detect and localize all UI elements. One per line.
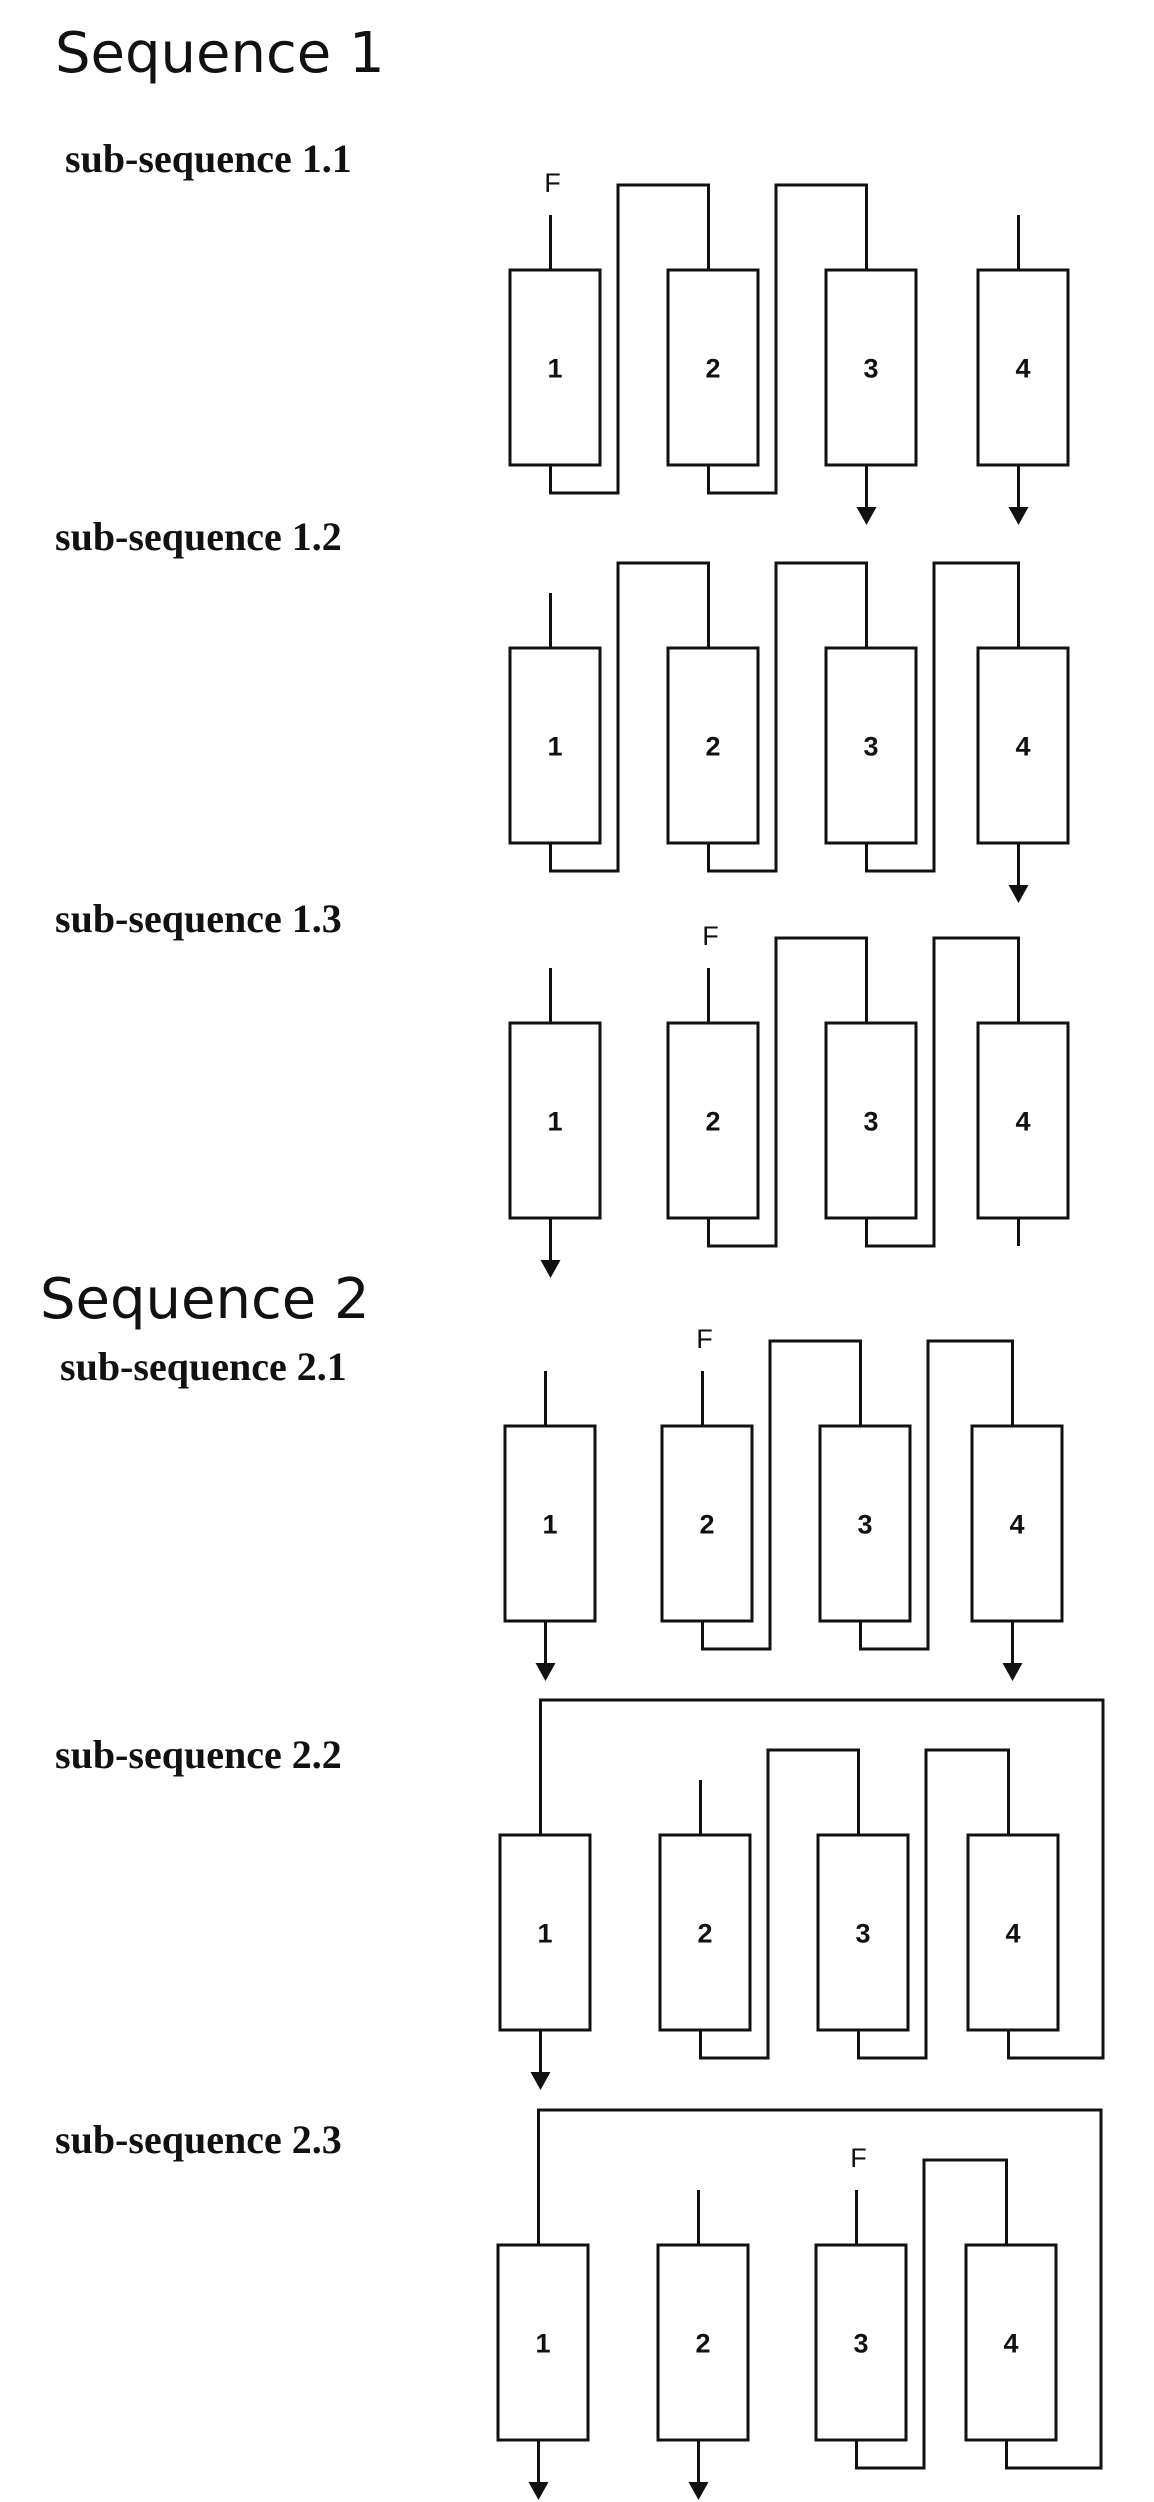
- column-2-number: 2: [705, 1107, 720, 1137]
- column-3-number: 3: [863, 732, 878, 762]
- feed-label: F: [850, 2143, 867, 2173]
- subsequence-2-3-label: sub-sequence 2.3: [55, 2117, 342, 2162]
- column-1-outlet-arrow-head: [536, 1663, 556, 1681]
- column-2-number: 2: [699, 1510, 714, 1540]
- column-1-outlet-arrow-head: [529, 2482, 549, 2500]
- column-4-number: 4: [1009, 1510, 1024, 1540]
- subsequence-diagram-2: 1 2 3 4: [510, 563, 1068, 903]
- subsequence-diagram-1: 1 2 3 4 F: [510, 168, 1068, 525]
- column-1-outlet-arrow-head: [531, 2072, 551, 2090]
- column-1-number: 1: [535, 2329, 550, 2359]
- column-4-number: 4: [1003, 2329, 1018, 2359]
- column-2-number: 2: [695, 2329, 710, 2359]
- column-4-outlet-arrow-head: [1003, 1663, 1023, 1681]
- column-3-number: 3: [863, 1107, 878, 1137]
- column-3-number: 3: [857, 1510, 872, 1540]
- column-1-number: 1: [547, 354, 562, 384]
- column-1-outlet-arrow-head: [541, 1260, 561, 1278]
- subsequence-diagram-4: 1 2 3 4 F: [505, 1324, 1062, 1681]
- sequence-2-title: Sequence 2: [40, 1267, 370, 1332]
- column-4-outlet-arrow-head: [1009, 507, 1029, 525]
- feed-label: F: [544, 168, 561, 198]
- column-3-number: 3: [855, 1919, 870, 1949]
- subsequence-diagram-3: 1 2 3 4 F: [510, 921, 1068, 1278]
- column-2-number: 2: [697, 1919, 712, 1949]
- sequence-1-title: Sequence 1: [55, 21, 385, 86]
- column-diagrams: 1234F12341234F1234F12341234F: [498, 168, 1103, 2500]
- subsequence-1-1-label: sub-sequence 1.1: [65, 136, 352, 181]
- subsequence-2-1-label: sub-sequence 2.1: [60, 1344, 347, 1389]
- subsequence-1-2-label: sub-sequence 1.2: [55, 514, 342, 559]
- column-3-number: 3: [853, 2329, 868, 2359]
- column-1-number: 1: [537, 1919, 552, 1949]
- subsequence-diagram-5: 1 2 3 4: [500, 1700, 1103, 2090]
- column-1-number: 1: [542, 1510, 557, 1540]
- column-3-number: 3: [863, 354, 878, 384]
- column-1-number: 1: [547, 732, 562, 762]
- column-4-outlet-arrow-head: [1009, 885, 1029, 903]
- column-2-number: 2: [705, 732, 720, 762]
- feed-label: F: [696, 1324, 713, 1354]
- column-1-number: 1: [547, 1107, 562, 1137]
- subsequence-2-2-label: sub-sequence 2.2: [55, 1732, 342, 1777]
- column-4-number: 4: [1015, 1107, 1030, 1137]
- column-4-number: 4: [1005, 1919, 1020, 1949]
- column-4-number: 4: [1015, 354, 1030, 384]
- feed-label: F: [702, 921, 719, 951]
- subsequence-1-3-label: sub-sequence 1.3: [55, 896, 342, 941]
- subsequence-diagram-6: 1 2 3 4 F: [498, 2110, 1101, 2500]
- column-4-number: 4: [1015, 732, 1030, 762]
- column-2-number: 2: [705, 354, 720, 384]
- column-2-outlet-arrow-head: [689, 2482, 709, 2500]
- column-3-outlet-arrow-head: [857, 507, 877, 525]
